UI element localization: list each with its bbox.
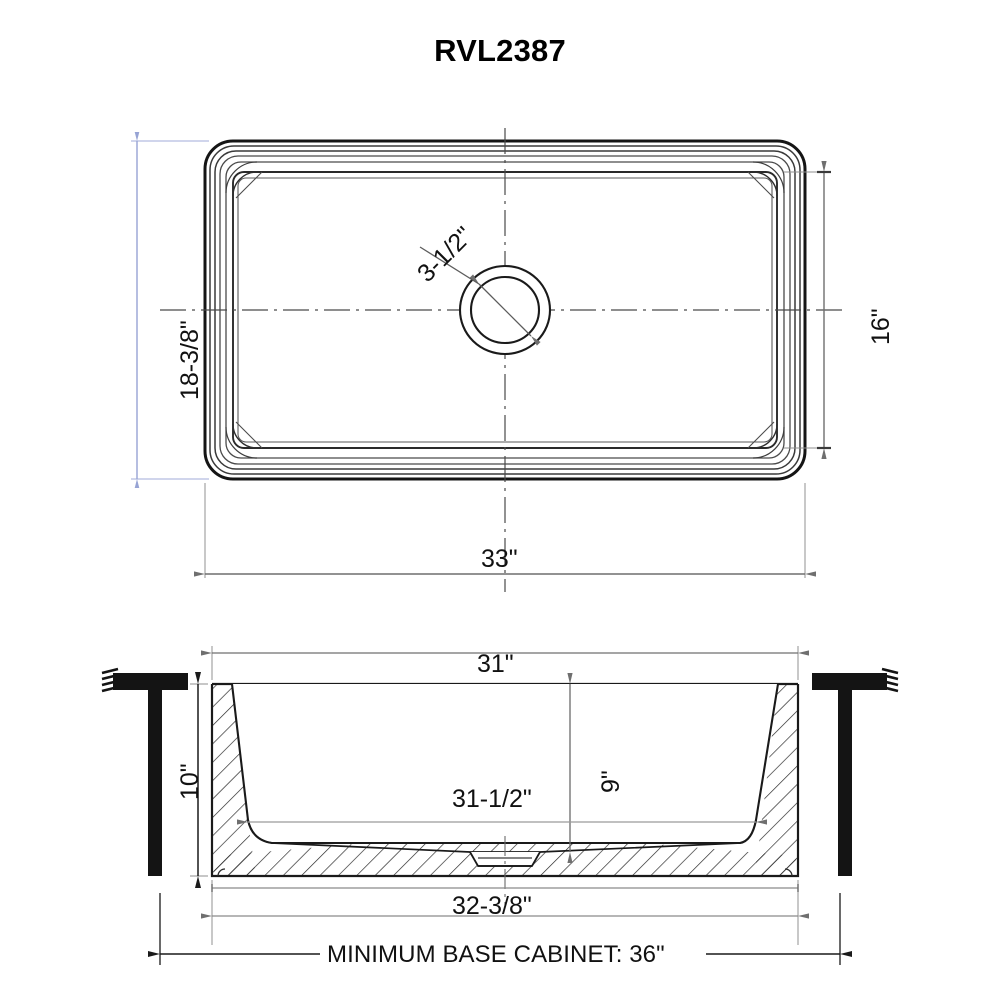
- countertop-slab-left: [113, 673, 188, 690]
- dimension-section-left-height: [190, 672, 208, 888]
- countertop-symbol-left: [101, 667, 188, 876]
- dimension-top-bottom-width: [194, 483, 816, 578]
- label-section-left-height: 10": [176, 763, 204, 800]
- countertop-slab-right: [812, 673, 887, 690]
- corner-miter-tr: [747, 171, 775, 199]
- label-top-left-height: 18-3/8": [176, 320, 204, 400]
- dimension-section-base-width: [201, 880, 809, 945]
- corner-blend-arc-tr-2: [752, 161, 785, 194]
- corner-miter-tl: [235, 171, 263, 199]
- section-foot-radius-left: [217, 868, 226, 877]
- corner-blend-arc-tl: [232, 171, 258, 197]
- corner-blend-arc-br-2: [752, 426, 785, 459]
- countertop-symbol-right: [812, 667, 899, 876]
- label-top-right-height: 16": [867, 308, 895, 345]
- cabinet-wall-left: [148, 690, 162, 876]
- section-foot-radius-right: [784, 868, 793, 877]
- label-section-top-width: 31": [477, 650, 514, 678]
- label-section-base-width: 32-3/8": [452, 892, 532, 920]
- drain-diameter-leader: [469, 274, 541, 346]
- corner-blend-arc-bl: [232, 423, 258, 449]
- corner-miter-br: [747, 421, 775, 449]
- break-hatch-right: [881, 667, 899, 693]
- section-inner-basin-wall: [230, 683, 780, 845]
- page-title: RVL2387: [434, 33, 566, 68]
- label-minimum-base-cabinet: MINIMUM BASE CABINET: 36": [327, 941, 665, 968]
- corner-blend-arc-br: [752, 423, 778, 449]
- label-section-interior-width: 31-1/2": [452, 785, 532, 813]
- corner-blend-arc-bl-2: [225, 426, 258, 459]
- drain-leader-extension: [419, 246, 480, 285]
- dimension-top-right-height: [784, 161, 831, 459]
- dimension-section-top-width: [201, 646, 809, 680]
- drain-opening: [419, 246, 552, 356]
- corner-miter-bl: [235, 421, 263, 449]
- section-view-basin: [210, 682, 800, 905]
- label-top-bottom-width: 33": [481, 545, 518, 573]
- corner-blend-arc-tl-2: [225, 161, 258, 194]
- break-hatch-left: [101, 667, 119, 693]
- corner-blend-arc-tr: [752, 171, 778, 197]
- dimension-minimum-base-cabinet: [148, 893, 852, 965]
- dimension-top-left-height: [131, 132, 209, 488]
- cabinet-wall-right: [838, 690, 852, 876]
- label-section-interior-depth: 9": [597, 770, 625, 793]
